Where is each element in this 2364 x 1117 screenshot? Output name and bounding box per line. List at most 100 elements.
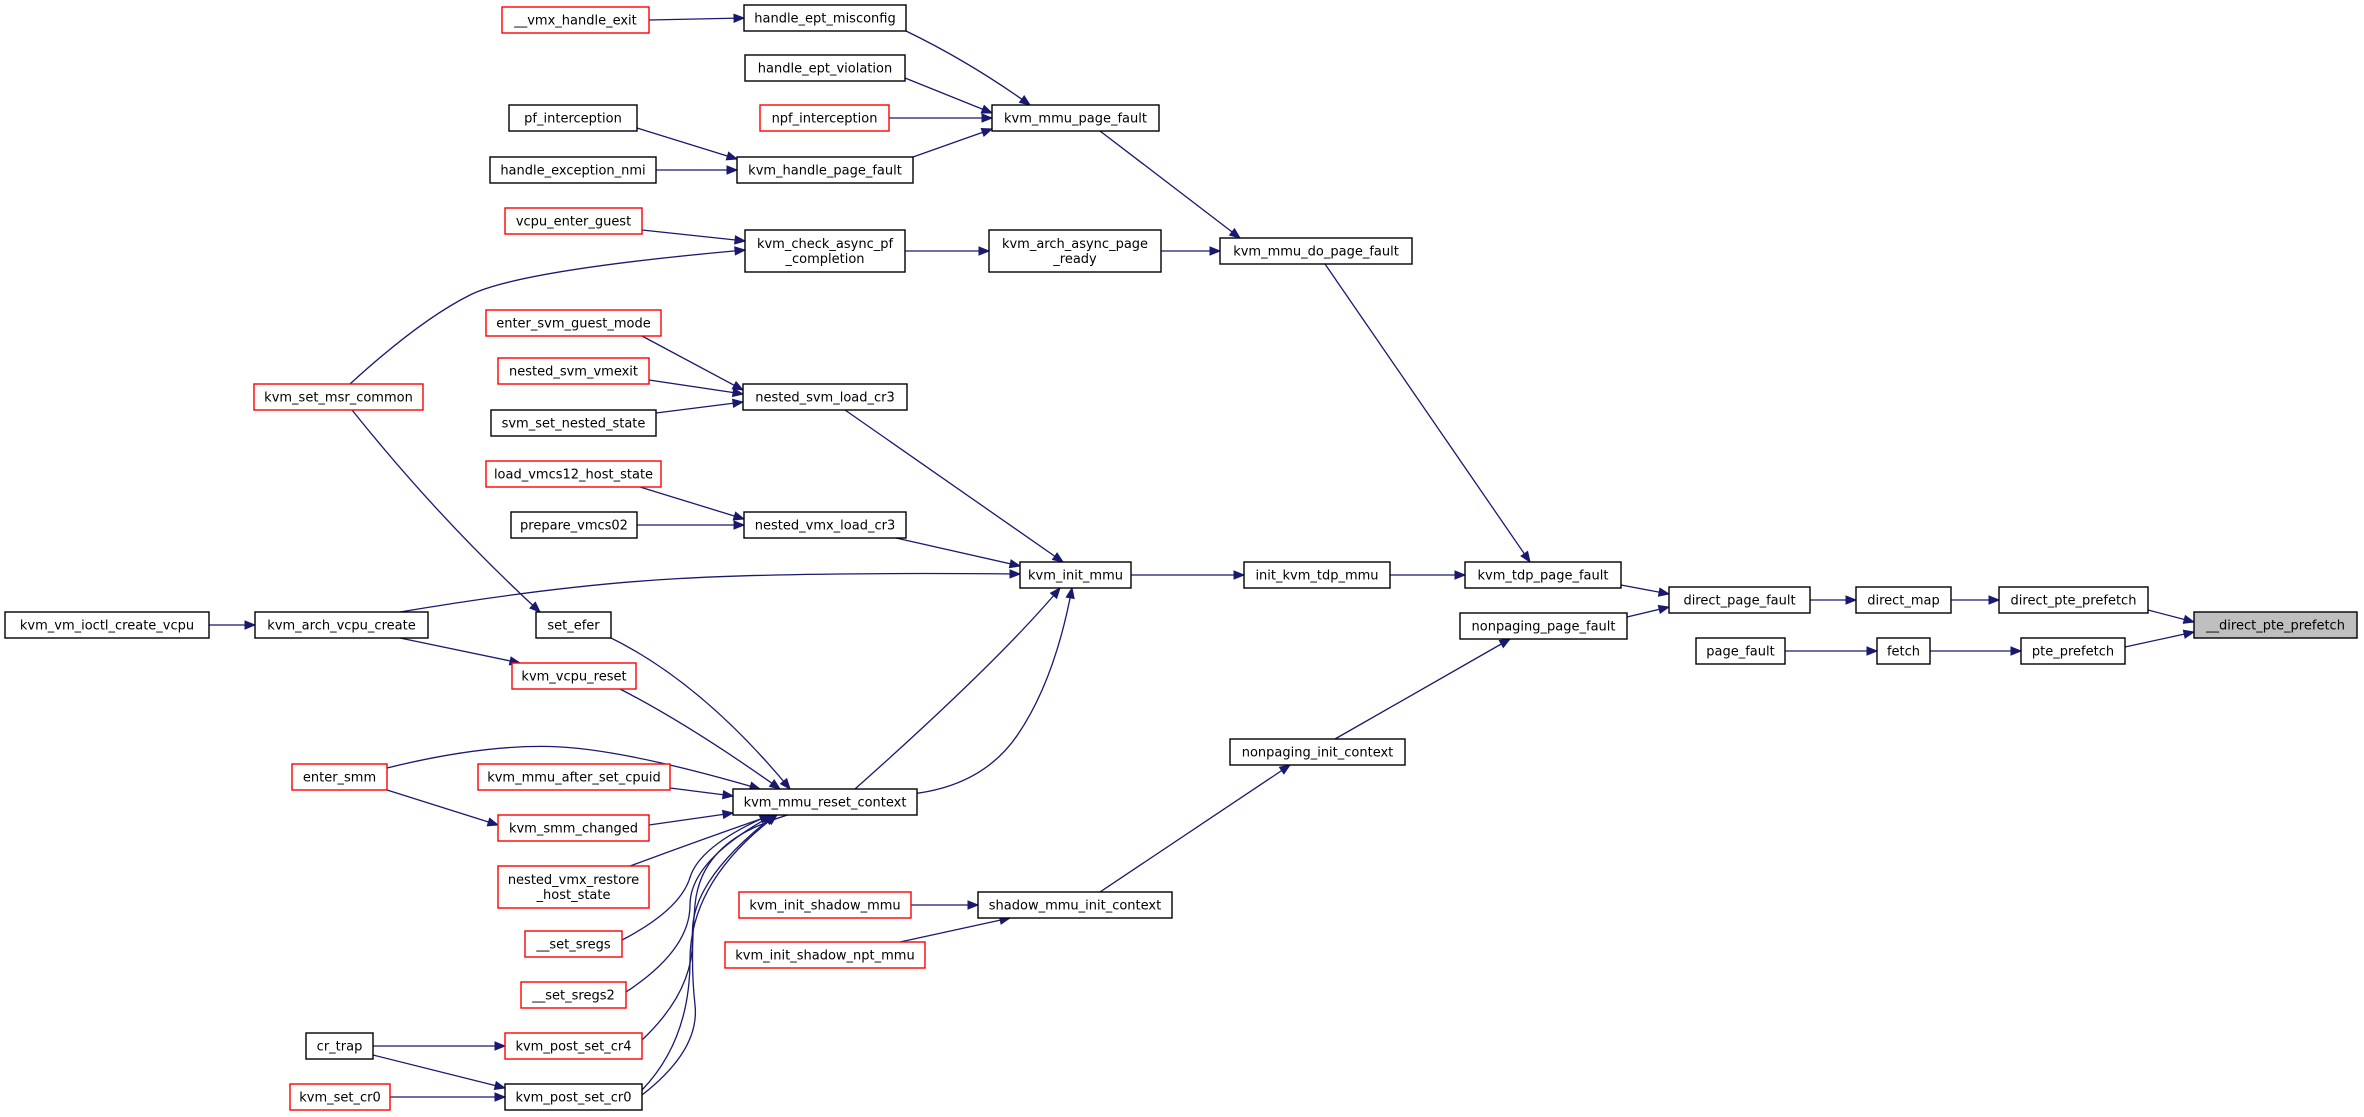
node-label: pf_interception bbox=[524, 112, 622, 127]
node-npf-interception[interactable]: npf_interception bbox=[759, 104, 890, 132]
node-box bbox=[524, 930, 623, 958]
node-direct-pte-prefetch-root[interactable]: __direct_pte_prefetch bbox=[2193, 611, 2358, 639]
node-kvm-smm-changed[interactable]: kvm_smm_changed bbox=[497, 814, 650, 842]
node-fetch[interactable]: fetch bbox=[1876, 637, 1931, 665]
node-kvm-mmu-page-fault[interactable]: kvm_mmu_page_fault bbox=[991, 104, 1160, 132]
arrowhead bbox=[1065, 586, 1075, 600]
edge-set_efer-to-kvm_mmu_reset_context bbox=[604, 634, 791, 791]
node-box bbox=[254, 611, 429, 639]
node-shadow-mmu-init-context[interactable]: shadow_mmu_init_context bbox=[977, 891, 1173, 919]
node-box bbox=[977, 891, 1173, 919]
node-kvm-arch-async-page-ready[interactable]: kvm_arch_async_page_ready bbox=[988, 229, 1162, 273]
node-kvm-arch-vcpu-create[interactable]: kvm_arch_vcpu_create bbox=[254, 611, 429, 639]
node-kvm-mmu-do-page-fault[interactable]: kvm_mmu_do_page_fault bbox=[1219, 237, 1413, 265]
node-pf-interception[interactable]: pf_interception bbox=[508, 104, 638, 132]
node-handle-exception-nmi[interactable]: handle_exception_nmi bbox=[489, 156, 657, 184]
node-kvm-set-msr-common[interactable]: kvm_set_msr_common bbox=[253, 383, 424, 411]
node-kvm-check-async-pf-completion[interactable]: kvm_check_async_pf_completion bbox=[744, 229, 906, 273]
edge-nested_vmx_load_cr3-to-kvm_init_mmu bbox=[895, 537, 1022, 569]
node-box bbox=[1464, 561, 1622, 589]
node-load-vmcs12-host-state[interactable]: load_vmcs12_host_state bbox=[485, 460, 662, 488]
edge-line bbox=[1099, 130, 1241, 239]
node-direct-map[interactable]: direct_map bbox=[1855, 586, 1952, 614]
node-pte-prefetch[interactable]: pte_prefetch bbox=[2020, 637, 2126, 665]
node-label: npf_interception bbox=[772, 112, 878, 127]
node-svm-set-nested-state[interactable]: svm_set_nested_state bbox=[490, 409, 657, 437]
node-label: svm_set_nested_state bbox=[502, 417, 646, 432]
node-kvm-handle-page-fault[interactable]: kvm_handle_page_fault bbox=[736, 156, 914, 184]
node-vcpu-enter-guest[interactable]: vcpu_enter_guest bbox=[504, 207, 643, 235]
arrowhead bbox=[1008, 559, 1022, 569]
node-kvm-init-shadow-npt-mmu[interactable]: kvm_init_shadow_npt_mmu bbox=[724, 941, 926, 969]
node-kvm-init-mmu[interactable]: kvm_init_mmu bbox=[1019, 561, 1132, 589]
arrowhead bbox=[731, 387, 745, 398]
edge-handle_ept_misconfig-to-kvm_mmu_page_fault bbox=[905, 30, 1032, 106]
arrowhead bbox=[1209, 246, 1222, 256]
edge-direct_page_fault-to-direct_map bbox=[1810, 595, 1858, 605]
node-label: nested_svm_vmexit bbox=[509, 365, 638, 380]
node-label: direct_page_fault bbox=[1683, 594, 1795, 609]
node-label: cr_trap bbox=[317, 1040, 363, 1055]
node-kvm-init-shadow-mmu[interactable]: kvm_init_shadow_mmu bbox=[738, 891, 912, 919]
node-kvm-mmu-reset-context[interactable]: kvm_mmu_reset_context bbox=[732, 788, 918, 816]
edge-vcpu_enter_guest-to-kvm_check_async_pf_completion bbox=[641, 229, 747, 245]
node-kvm-vcpu-reset[interactable]: kvm_vcpu_reset bbox=[511, 662, 637, 690]
node-direct-pte-prefetch[interactable]: direct_pte_prefetch bbox=[1998, 586, 2149, 614]
node-set-efer[interactable]: set_efer bbox=[535, 611, 612, 639]
node-label: kvm_mmu_do_page_fault bbox=[1233, 245, 1399, 260]
node-box bbox=[724, 941, 926, 969]
node-enter-svm-guest-mode[interactable]: enter_svm_guest_mode bbox=[485, 309, 662, 337]
node-box bbox=[511, 662, 637, 690]
arrowhead bbox=[726, 165, 739, 175]
node-box bbox=[736, 156, 914, 184]
arrowhead bbox=[721, 809, 735, 820]
node-label: kvm_mmu_after_set_cpuid bbox=[487, 771, 661, 786]
node-label: shadow_mmu_init_context bbox=[989, 899, 1161, 914]
edge-kvm_mmu_do_page_fault-to-kvm_tdp_page_fault bbox=[1324, 263, 1531, 564]
node-nested-vmx-restore-host-state[interactable]: nested_vmx_restore_host_state bbox=[497, 865, 650, 909]
node-kvm-mmu-after-set-cpuid[interactable]: kvm_mmu_after_set_cpuid bbox=[477, 763, 671, 791]
node-set-sregs[interactable]: __set_sregs bbox=[524, 930, 623, 958]
node-label: kvm_mmu_reset_context bbox=[744, 796, 907, 811]
node-kvm-set-cr0[interactable]: kvm_set_cr0 bbox=[289, 1083, 391, 1111]
edge-kvm_vm_ioctl_create_vcpu-to-kvm_arch_vcpu_create bbox=[209, 620, 257, 630]
edge-layer bbox=[209, 13, 2196, 1102]
arrowhead bbox=[779, 777, 791, 791]
node-nonpaging-page-fault[interactable]: nonpaging_page_fault bbox=[1459, 612, 1628, 640]
node-enter-smm[interactable]: enter_smm bbox=[291, 763, 388, 791]
edge-line bbox=[636, 127, 738, 160]
node-page-fault[interactable]: page_fault bbox=[1695, 637, 1786, 665]
edge-kvm_set_msr_common-to-set_efer bbox=[351, 409, 541, 613]
arrowhead bbox=[734, 235, 747, 245]
node-kvm-tdp-page-fault[interactable]: kvm_tdp_page_fault bbox=[1464, 561, 1622, 589]
node-kvm-post-set-cr0[interactable]: kvm_post_set_cr0 bbox=[504, 1083, 643, 1111]
arrowhead bbox=[1498, 638, 1512, 649]
node-handle-ept-misconfig[interactable]: handle_ept_misconfig bbox=[743, 4, 907, 32]
edge-line bbox=[619, 688, 781, 790]
node-box bbox=[1695, 637, 1786, 665]
node-init-kvm-tdp-mmu[interactable]: init_kvm_tdp_mmu bbox=[1243, 561, 1391, 589]
node-box bbox=[1876, 637, 1931, 665]
node-kvm-vm-ioctl-create-vcpu[interactable]: kvm_vm_ioctl_create_vcpu bbox=[4, 611, 210, 639]
node-nested-vmx-load-cr3[interactable]: nested_vmx_load_cr3 bbox=[743, 511, 907, 539]
node-prepare-vmcs02[interactable]: prepare_vmcs02 bbox=[510, 511, 638, 539]
node-set-sregs2[interactable]: __set_sregs2 bbox=[520, 981, 627, 1009]
node-label: kvm_tdp_page_fault bbox=[1478, 569, 1609, 584]
node-direct-page-fault[interactable]: direct_page_fault bbox=[1668, 586, 1811, 614]
arrowhead bbox=[244, 620, 257, 630]
node-nested-svm-load-cr3[interactable]: nested_svm_load_cr3 bbox=[742, 383, 908, 411]
node-box bbox=[732, 788, 918, 816]
node-nonpaging-init-context[interactable]: nonpaging_init_context bbox=[1229, 738, 1406, 766]
node-vmx-handle-exit[interactable]: __vmx_handle_exit bbox=[501, 6, 650, 34]
arrowhead bbox=[731, 380, 745, 391]
edge-line bbox=[351, 409, 541, 613]
edge-vmx_handle_exit-to-handle_ept_misconfig bbox=[648, 13, 746, 23]
node-box bbox=[1459, 612, 1628, 640]
node-cr-trap[interactable]: cr_trap bbox=[305, 1032, 374, 1060]
node-nested-svm-vmexit[interactable]: nested_svm_vmexit bbox=[497, 357, 650, 385]
node-kvm-post-set-cr4[interactable]: kvm_post_set_cr4 bbox=[504, 1032, 643, 1060]
node-label: kvm_init_shadow_mmu bbox=[749, 899, 900, 914]
edge-line bbox=[905, 30, 1031, 106]
arrowhead bbox=[1228, 227, 1242, 239]
node-handle-ept-violation[interactable]: handle_ept_violation bbox=[744, 54, 906, 82]
